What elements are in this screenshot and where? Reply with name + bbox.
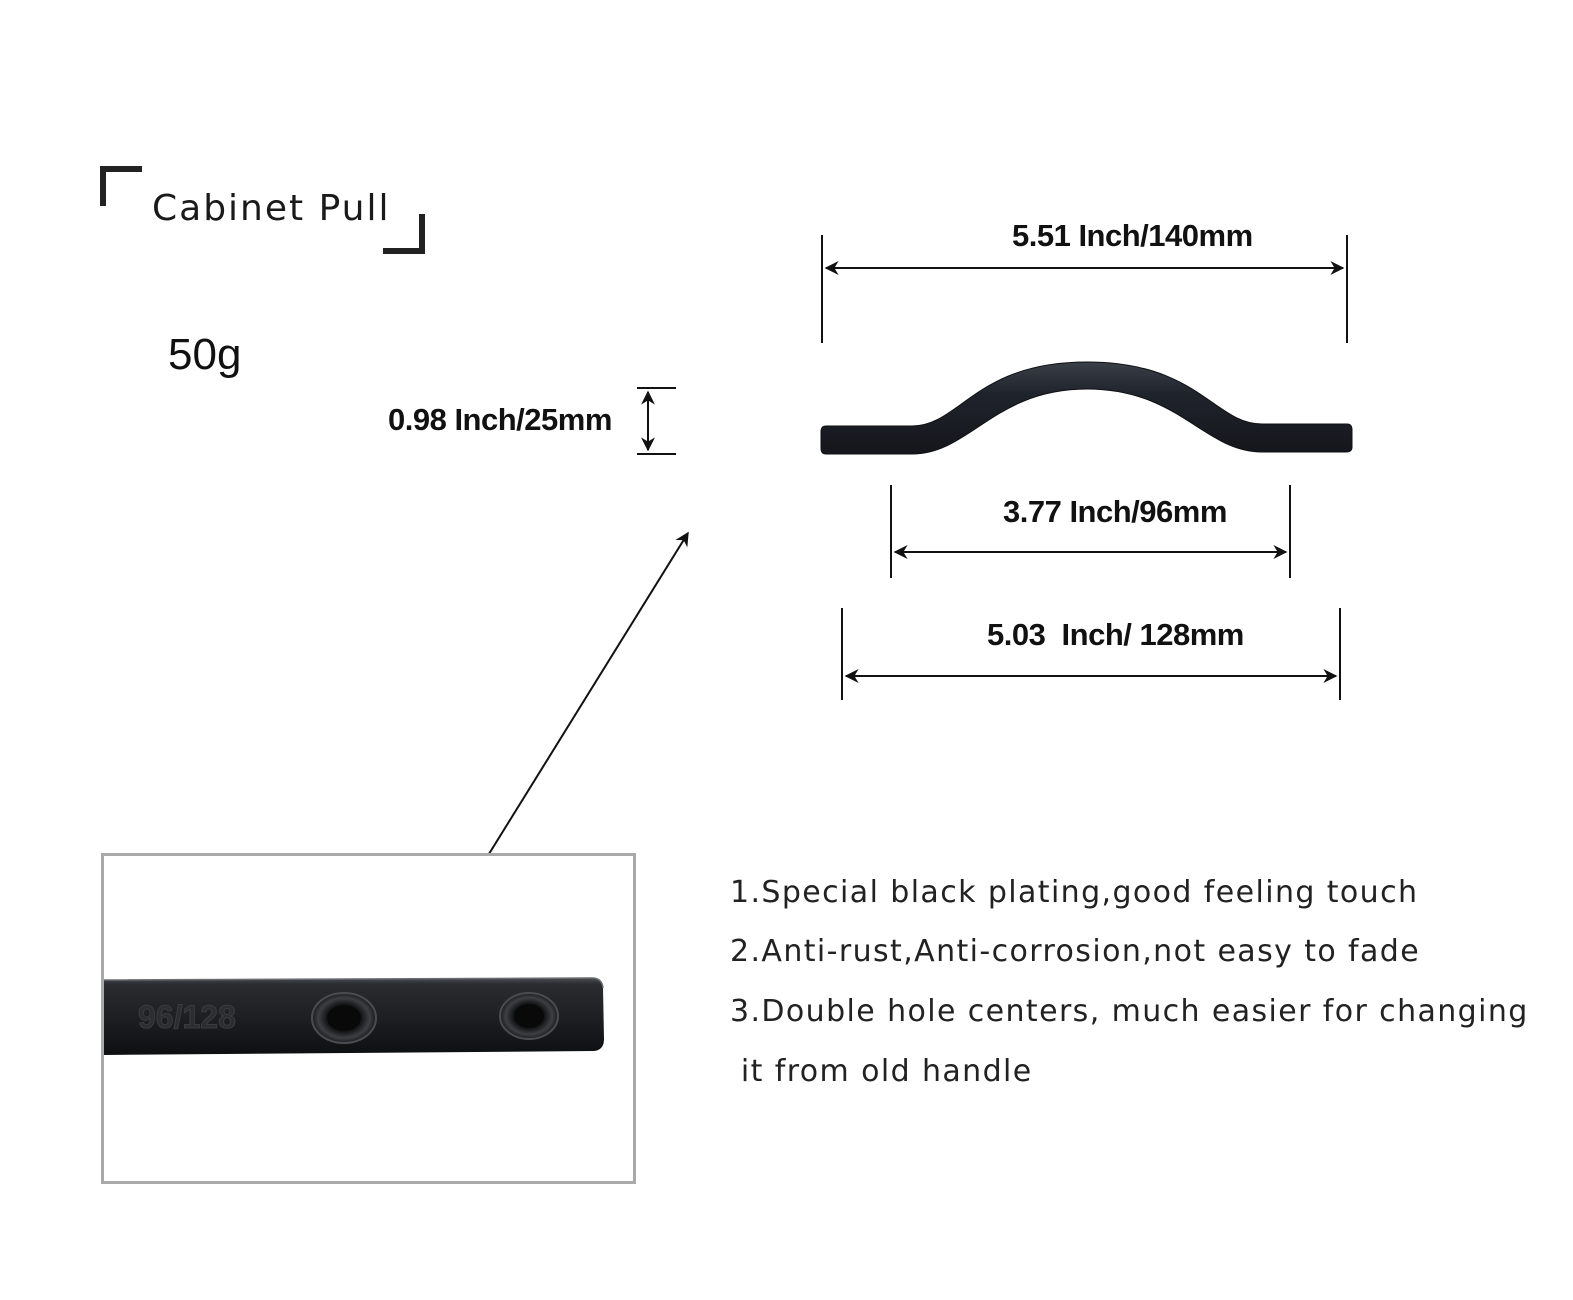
hole-center-128-dimension [841,608,1341,700]
detail-pointer-arrow [478,531,689,871]
cabinet-pull-handle [820,361,1353,455]
detail-inset: 96/128 [101,853,636,1184]
hole-center-96-label: 3.77 Inch/96mm [1003,494,1227,529]
feature-3-continued: it from old handle [730,1054,1033,1089]
hole-center-128-label: 5.03 Inch/ 128mm [987,617,1244,652]
overall-length-label: 5.51 Inch/140mm [1012,218,1253,253]
height-label: 0.98 Inch/25mm [388,402,612,437]
engraved-size-text: 96/128 [138,999,236,1035]
hole-center-96-dimension [890,485,1291,578]
height-dimension [637,387,676,455]
product-weight: 50g [168,330,242,379]
product-title: Cabinet Pull [152,188,391,229]
feature-2: 2.Anti-rust,Anti-corrosion,not easy to f… [730,934,1421,969]
overall-length-dimension [821,235,1348,343]
title-bracket-bottom-right [383,214,425,254]
title-bracket-top-left [100,166,142,206]
feature-3: 3.Double hole centers, much easier for c… [730,994,1529,1029]
handle-closeup-image: 96/128 [104,977,604,1055]
feature-1: 1.Special black plating,good feeling tou… [730,875,1419,910]
